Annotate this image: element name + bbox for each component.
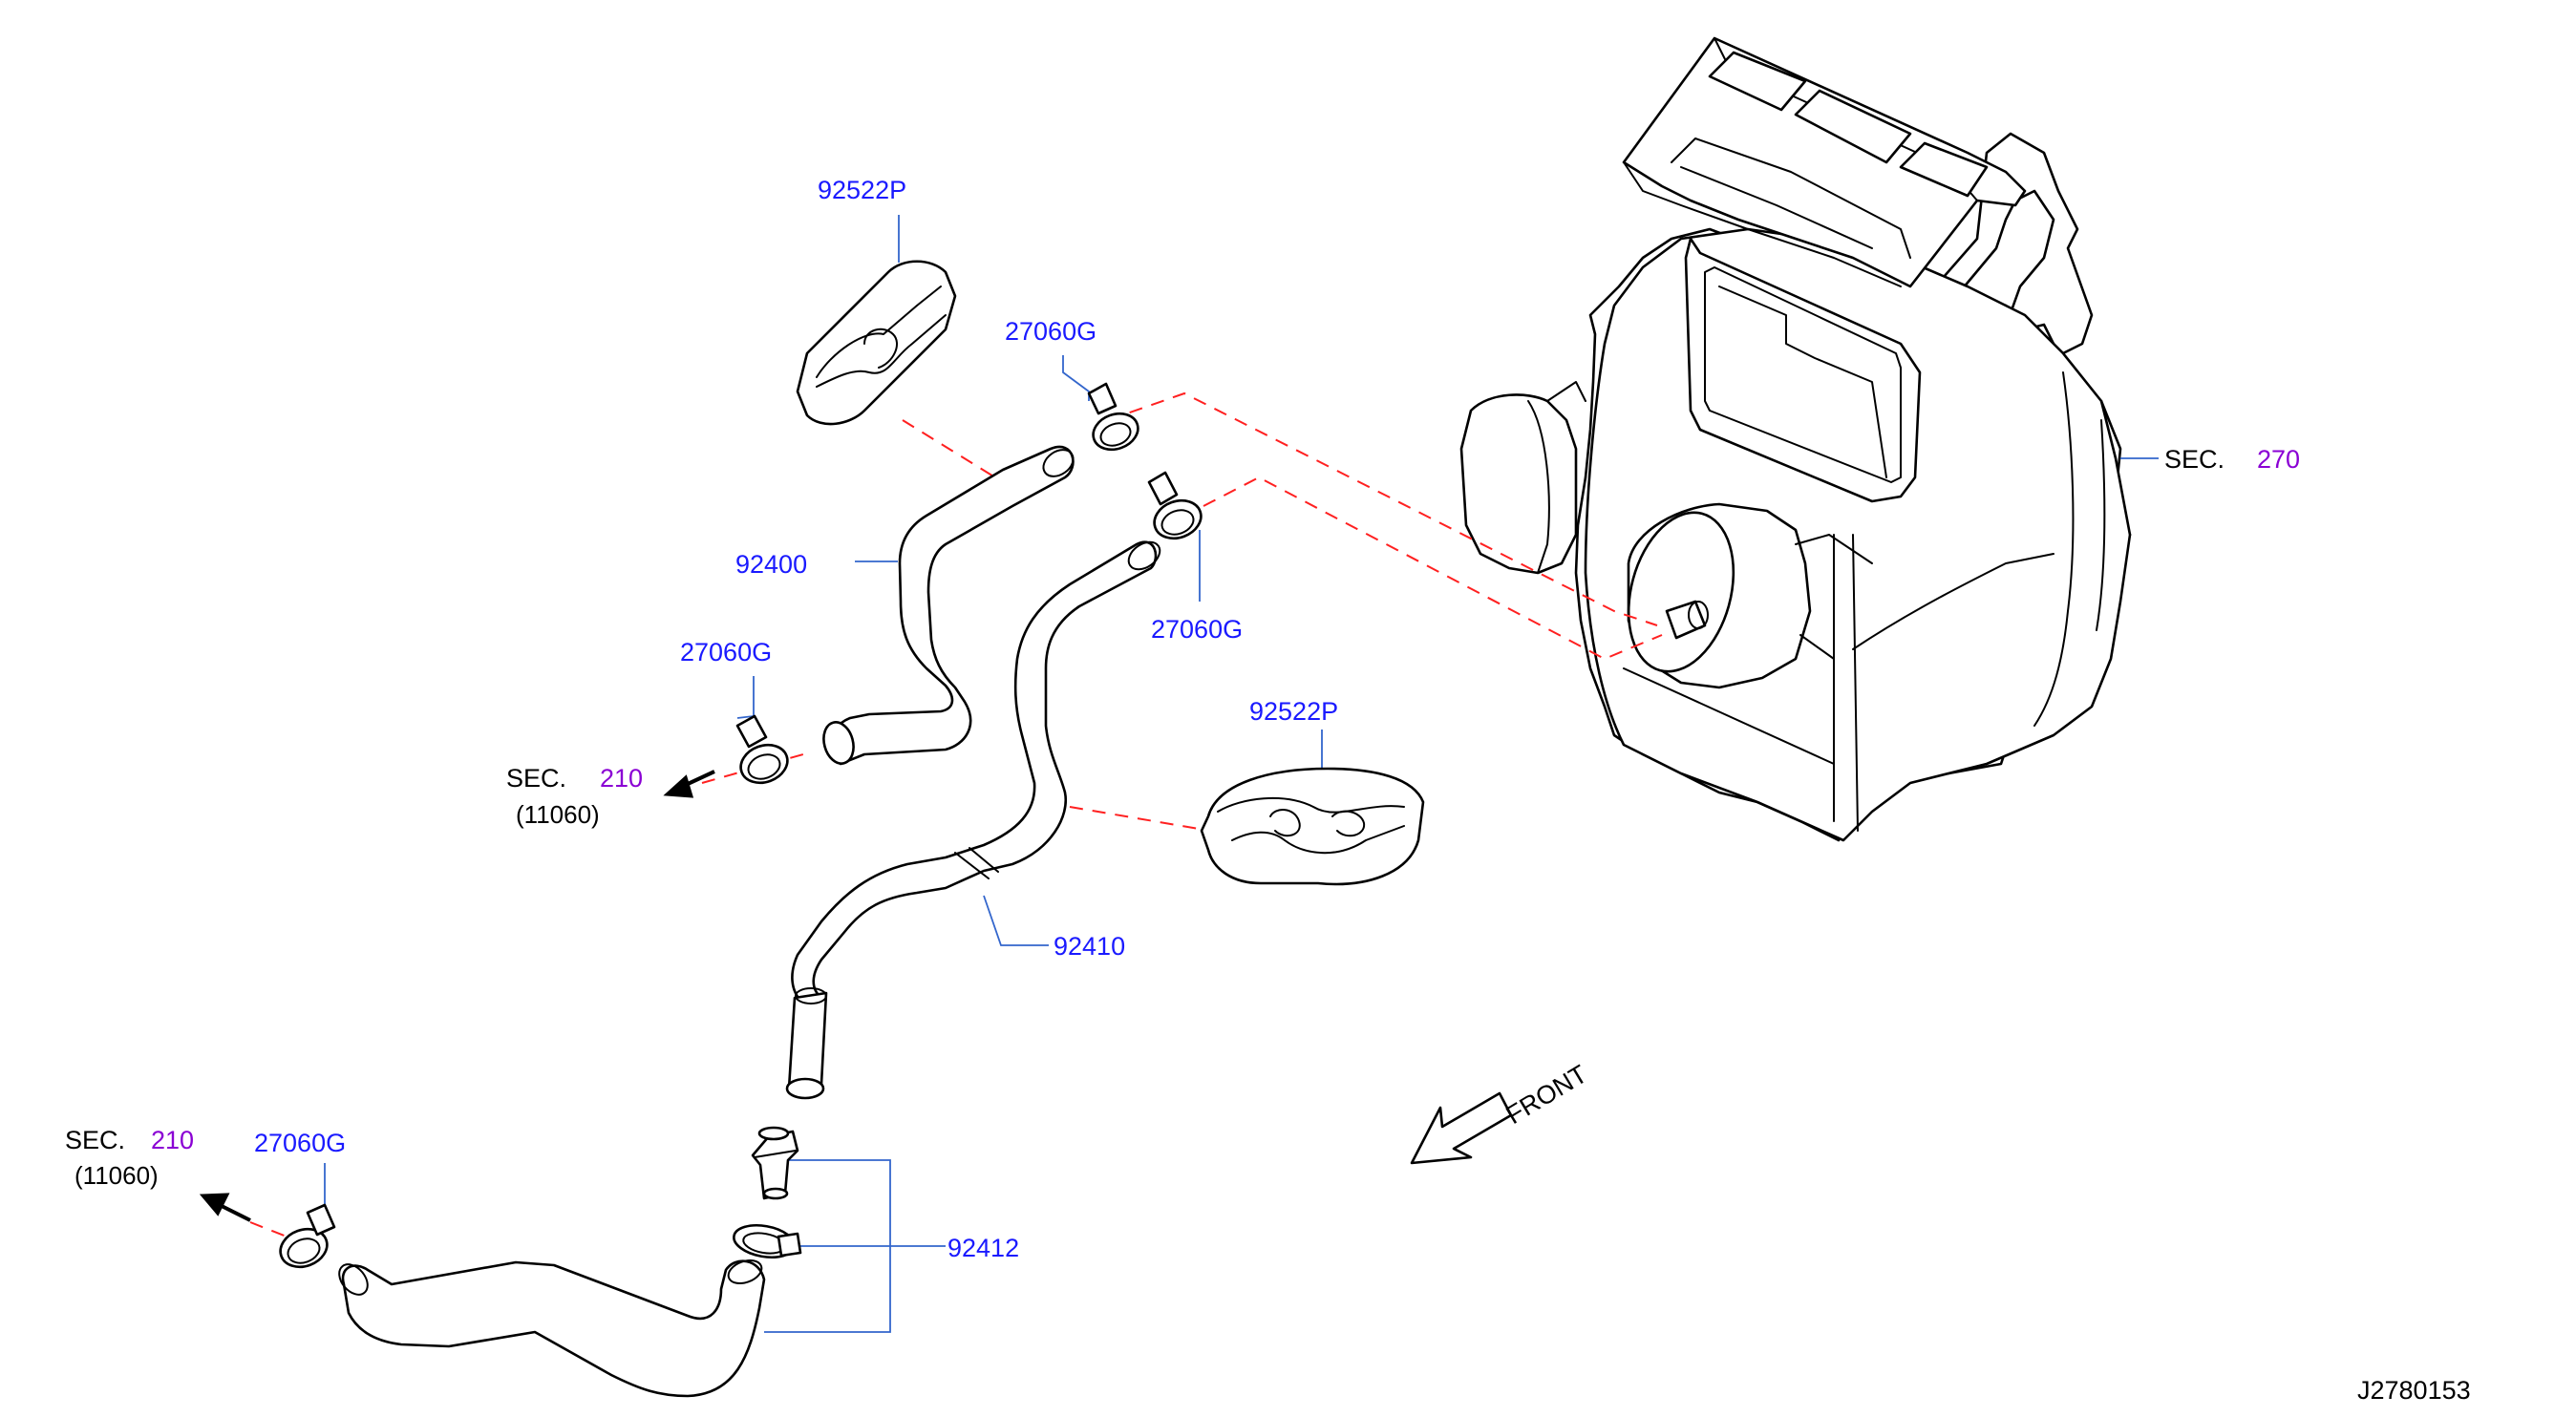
heater-unit	[1459, 36, 2132, 842]
label-92412[interactable]: 92412	[947, 1234, 1019, 1262]
front-direction-arrow-icon	[1410, 1091, 1513, 1165]
label-27060g-bottom[interactable]: 27060G	[254, 1129, 346, 1157]
label-92522p-lower[interactable]: 92522P	[1249, 697, 1338, 726]
sec-210-mid-ref: (11060)	[516, 800, 600, 829]
engine-direction-arrow-icon	[663, 770, 715, 798]
label-92410[interactable]: 92410	[1054, 932, 1125, 961]
clip-92522p-upper[interactable]	[796, 260, 957, 426]
clamp-27060g-left-mid[interactable]	[735, 714, 793, 789]
clamp-27060g-bottom[interactable]	[275, 1203, 336, 1273]
sec-210-bottom-ref: (11060)	[75, 1161, 159, 1190]
hose-92410[interactable]	[785, 537, 1165, 1100]
label-27060g-upper-b[interactable]: 27060G	[1151, 615, 1243, 644]
sec-270-prefix: SEC.	[2164, 445, 2225, 474]
clamp-27060g-upper-b[interactable]	[1147, 471, 1206, 544]
clamp-27060g-upper-a[interactable]	[1087, 382, 1142, 455]
label-27060g-left-mid[interactable]: 27060G	[680, 638, 772, 666]
front-label: FRONT	[1501, 1060, 1592, 1131]
engine-direction-arrow-icon	[199, 1193, 251, 1222]
label-92400[interactable]: 92400	[735, 550, 807, 579]
label-27060g-upper-a[interactable]: 27060G	[1005, 317, 1096, 346]
diagram-id: J2780153	[2357, 1376, 2471, 1405]
sec-210-bottom-number[interactable]: 210	[151, 1126, 194, 1154]
sec-270-number[interactable]: 270	[2257, 445, 2300, 474]
label-92522p-upper[interactable]: 92522P	[818, 176, 906, 204]
sec-210-bottom-prefix: SEC.	[65, 1126, 125, 1154]
clip-92522p-lower[interactable]	[1200, 767, 1425, 886]
hose-92400[interactable]	[820, 444, 1078, 767]
connector-92412[interactable]	[732, 1126, 802, 1261]
sec-210-mid-number[interactable]: 210	[600, 764, 643, 793]
sec-210-mid-prefix: SEC.	[506, 764, 566, 793]
hose-bottom[interactable]	[333, 1257, 766, 1398]
